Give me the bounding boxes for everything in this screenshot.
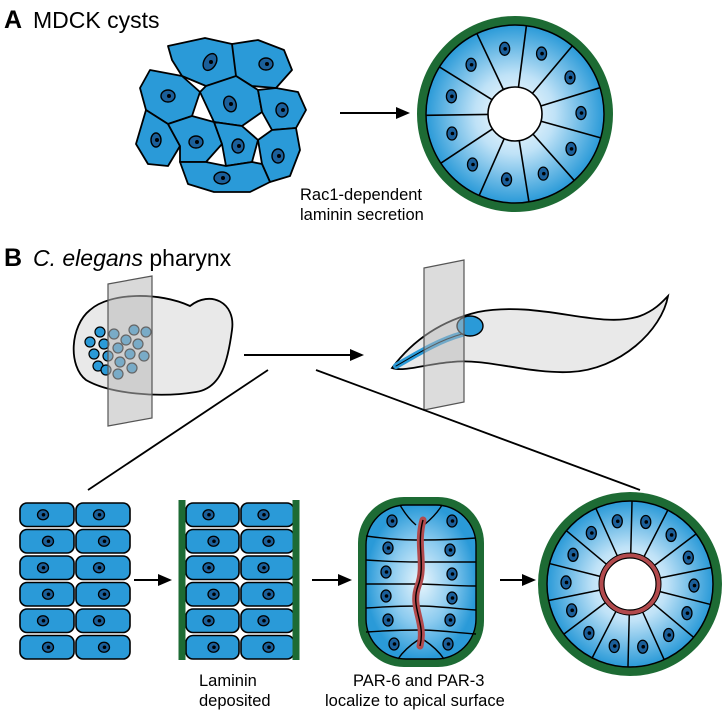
- pharynx-cells-laminin: [185, 502, 295, 660]
- panel-b-arrow-3: [500, 574, 536, 586]
- panel-b-title: C. elegans pharynx: [33, 245, 232, 271]
- panel-b-arrow-1: [134, 574, 172, 586]
- panel-a-title: MDCK cysts: [33, 7, 160, 33]
- embryo-section-plane: [107, 275, 153, 427]
- par-caption-line1: PAR-6 and PAR-3: [353, 672, 484, 690]
- rac1-caption-line2: laminin secretion: [300, 206, 424, 224]
- pharynx-cells-unpolarized: [19, 502, 131, 660]
- pharynx-lumen-cyst: [538, 492, 722, 676]
- embryo: [72, 295, 234, 396]
- mdck-nucleoli: [155, 60, 285, 180]
- worm-section-plane: [423, 259, 465, 411]
- panel-a-label: A: [4, 6, 22, 34]
- rac1-caption-line1: Rac1-dependent: [300, 186, 422, 204]
- panel-b-title-species: C. elegans: [33, 245, 143, 271]
- panel-a-arrow: [340, 107, 410, 119]
- pharynx-polarizing: [358, 497, 484, 667]
- laminin-caption-line1: Laminin: [199, 672, 257, 690]
- zoom-line-left: [87, 369, 269, 491]
- panel-b-label: B: [4, 244, 22, 272]
- panel-b-top-arrow: [244, 349, 364, 361]
- zoom-line-right: [315, 369, 641, 491]
- panel-b-title-organ: pharynx: [143, 245, 232, 271]
- panel-b-arrow-2: [312, 574, 352, 586]
- laminin-caption-line2: deposited: [199, 692, 271, 710]
- par-caption-line2: localize to apical surface: [325, 692, 505, 710]
- mdck-cyst: [417, 16, 613, 212]
